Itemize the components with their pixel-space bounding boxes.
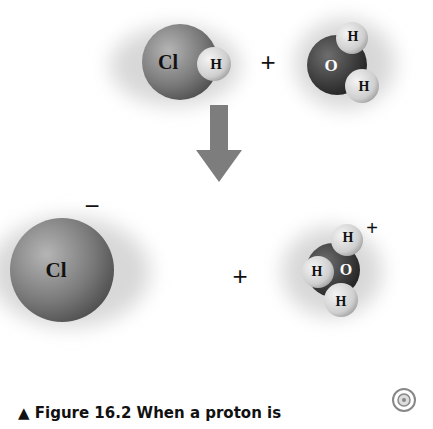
reaction-arrow bbox=[196, 105, 242, 182]
atom-symbol: O bbox=[324, 57, 337, 74]
cd-icon bbox=[393, 389, 415, 411]
figure-caption: ▲ Figure 16.2 When a proton is bbox=[18, 404, 281, 422]
atom-symbol: H bbox=[343, 231, 354, 245]
atom-symbol: H bbox=[359, 80, 370, 94]
charge-sign: + bbox=[366, 218, 378, 238]
atom-circle bbox=[331, 224, 363, 256]
atom-symbol: H bbox=[348, 30, 359, 44]
atom-symbol: O bbox=[340, 262, 352, 278]
atom-sphere: H bbox=[331, 224, 363, 256]
plus-sign: + bbox=[260, 49, 275, 75]
atom-symbol: H bbox=[312, 265, 323, 279]
atom-circle bbox=[345, 69, 379, 103]
atom-symbol: Cl bbox=[46, 260, 67, 281]
atom-circle bbox=[336, 22, 368, 54]
atom-symbol: H bbox=[210, 57, 222, 72]
atom-sphere: Cl bbox=[10, 218, 114, 322]
atom-circle bbox=[302, 256, 334, 288]
atom-circle bbox=[10, 218, 114, 322]
atom-sphere: H bbox=[324, 283, 358, 317]
atom-sphere: H bbox=[302, 256, 334, 288]
atom-sphere: H bbox=[345, 69, 379, 103]
glow bbox=[0, 19, 395, 327]
charge-sign: − bbox=[84, 193, 99, 219]
atom-circle bbox=[197, 47, 231, 81]
plus-sign: + bbox=[232, 263, 247, 289]
atom-sphere: H bbox=[197, 47, 231, 81]
atom-symbol: Cl bbox=[158, 52, 178, 72]
atom-sphere: H bbox=[336, 22, 368, 54]
atom-symbol: H bbox=[336, 295, 347, 309]
atom-circle bbox=[324, 283, 358, 317]
